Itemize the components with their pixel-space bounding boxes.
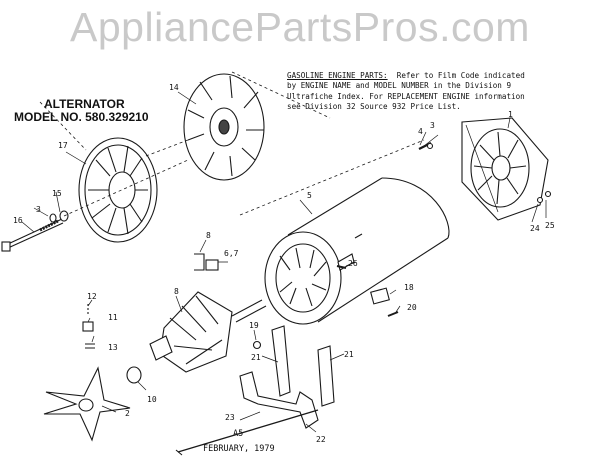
callout-13: 13: [108, 343, 118, 352]
part-6-7-terminal: [205, 259, 219, 271]
callout-14: 14: [169, 83, 179, 92]
callout-1: 1: [508, 110, 513, 119]
note-line-4: see Division 32 Source 932 Price List.: [287, 102, 461, 112]
callout-4: 4: [418, 127, 423, 136]
part-18-block: [370, 287, 390, 305]
part-16-through-bolt: [1, 218, 64, 252]
callout-3-right: 3: [430, 121, 435, 130]
part-17-shroud: [78, 137, 158, 243]
part-21-strap-right: [317, 345, 335, 407]
part-3-washer: [49, 213, 57, 223]
callout-23: 23: [225, 413, 235, 422]
part-11-brush-holder: [82, 321, 94, 332]
callout-21-right: 21: [344, 350, 354, 359]
callout-8-rotor: 8: [174, 287, 179, 296]
callout-10: 10: [147, 395, 157, 404]
part-14-fan: [183, 73, 265, 181]
note-line-2: by ENGINE NAME and MODEL NUMBER in the D…: [287, 81, 512, 91]
part-10-bearing: [126, 366, 142, 384]
diagram-title-line2: MODEL NO. 580.329210: [14, 110, 149, 124]
part-23-rod: [177, 409, 319, 453]
callout-5: 5: [307, 191, 312, 200]
callout-2: 2: [125, 409, 130, 418]
part-1-end-bell: [461, 117, 549, 221]
part-24-nut: [536, 196, 544, 204]
part-8-rotor: [149, 291, 267, 373]
callout-12: 12: [87, 292, 97, 301]
callout-25: 25: [545, 221, 555, 230]
callout-18: 18: [404, 283, 414, 292]
note-line-3: Ultrafiche Index. For REPLACEMENT ENGINE…: [287, 91, 525, 101]
part-2-hub: [78, 398, 94, 412]
callout-17: 17: [58, 141, 68, 150]
callout-21-left: 21: [251, 353, 261, 362]
part-5-housing: [264, 177, 450, 325]
callout-20: 20: [407, 303, 417, 312]
part-9-clip: [194, 253, 205, 271]
callout-24: 24: [530, 224, 540, 233]
callout-22: 22: [316, 435, 326, 444]
diagram-title-line1: ALTERNATOR: [44, 97, 125, 111]
part-19-grommet: [252, 340, 262, 350]
callout-6-7: 6,7: [224, 249, 239, 258]
watermark: AppliancePartsPros.com: [70, 4, 530, 50]
part-22-base: [239, 371, 319, 429]
note-line-1: GASOLINE ENGINE PARTS: Refer to Film Cod…: [287, 71, 599, 81]
footer-date: FEBRUARY, 1979: [203, 444, 275, 454]
callout-16: 16: [13, 216, 23, 225]
callout-leaders: [21, 91, 547, 433]
callout-3-left: 3: [36, 205, 41, 214]
callout-26-mid: 26: [348, 259, 358, 268]
part-4-washer: [426, 142, 434, 150]
callout-11: 11: [108, 313, 118, 322]
part-26-screw: [336, 265, 347, 269]
note-line1-text: Refer to Film Code indicated: [396, 71, 525, 80]
part-23-rod-end: [175, 449, 183, 456]
assembly-axis-center: [239, 139, 425, 216]
callout-15: 15: [52, 189, 62, 198]
part-25-washer: [544, 190, 552, 198]
assembly-axis-lines: [39, 71, 331, 217]
part-21-strap-left: [271, 325, 291, 397]
part-20-screw: [387, 311, 399, 317]
part-13-brush: [85, 343, 95, 349]
note-heading: GASOLINE ENGINE PARTS:: [287, 71, 388, 80]
callout-8-top: 8: [206, 231, 211, 240]
engine-parts-note: GASOLINE ENGINE PARTS: Refer to Film Cod…: [287, 71, 599, 113]
callout-19: 19: [249, 321, 259, 330]
